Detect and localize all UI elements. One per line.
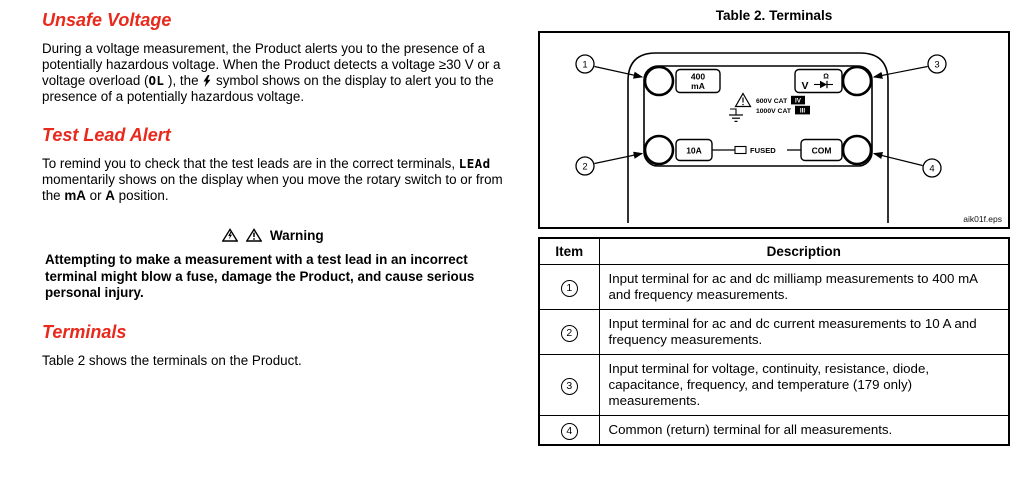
terminal-diagram: FUSED 400 mA Ω V: [575, 52, 947, 223]
terminals-table: Item Description 1 Input terminal for ac…: [538, 237, 1010, 446]
text-run: or: [85, 188, 106, 203]
left-column: Unsafe Voltage During a voltage measurem…: [42, 6, 504, 369]
warning-label: Warning: [269, 228, 324, 243]
description-cell: Common (return) terminal for all measure…: [598, 415, 1010, 446]
fused-label: FUSED: [750, 146, 776, 155]
paragraph-terminals: Table 2 shows the terminals on the Produ…: [42, 352, 302, 368]
text-run: position.: [114, 188, 169, 203]
jack-V: [841, 65, 873, 97]
text-run: symbol shows on the display to alert you…: [42, 73, 494, 104]
warning-heading: Warning: [42, 228, 504, 243]
ohm-label: Ω: [823, 74, 829, 81]
fuse-symbol: [712, 145, 801, 155]
table-header-row: Item Description: [538, 237, 1010, 265]
table-row: 3 Input terminal for voltage, continuity…: [538, 354, 1010, 416]
warning-body: Attempting to make a measurement with a …: [45, 252, 475, 300]
label-V-ohm-diode: Ω V: [794, 68, 843, 94]
arrow-3: [872, 65, 928, 79]
terminal-figure: FUSED 400 mA Ω V: [538, 31, 1010, 229]
heading-terminals: Terminals: [42, 321, 127, 342]
svg-text:1000V CAT: 1000V CAT: [756, 108, 792, 115]
a-label: A: [105, 188, 115, 203]
item-number-2: 2: [560, 324, 578, 342]
text-run: During a voltage measurement, the Produc…: [42, 41, 501, 88]
svg-text:4: 4: [929, 164, 934, 175]
jack-COM: [841, 134, 873, 166]
paragraph-test-lead-alert: To remind you to check that the test lea…: [42, 156, 504, 204]
svg-text:mA: mA: [691, 81, 705, 91]
svg-text:400: 400: [691, 72, 705, 82]
text-run: To remind you to check that the test lea…: [42, 156, 459, 171]
svg-text:COM: COM: [812, 146, 832, 156]
table-row: 4 Common (return) terminal for all measu…: [538, 415, 1010, 446]
warning-bolt-triangle-icon: [221, 228, 239, 242]
ma-label: mA: [64, 188, 86, 203]
table-row: 2 Input terminal for ac and dc current m…: [538, 309, 1010, 355]
callout-4: 4: [922, 158, 942, 178]
heading-test-lead-alert: Test Lead Alert: [42, 125, 171, 145]
svg-text:IV: IV: [795, 98, 802, 105]
column-header-description: Description: [598, 237, 1010, 265]
callout-3: 3: [927, 54, 947, 74]
meter-case-outline: [627, 52, 889, 223]
table-row: 1 Input terminal for ac and dc milliamp …: [538, 264, 1010, 310]
earth-ground-icon: [729, 108, 743, 123]
description-cell: Input terminal for ac and dc current mea…: [598, 309, 1010, 355]
svg-text:10A: 10A: [686, 146, 702, 156]
arrow-2: [594, 151, 644, 165]
paragraph-unsafe-voltage: During a voltage measurement, the Produc…: [42, 41, 504, 105]
svg-text:3: 3: [934, 60, 939, 71]
jack-10A: [643, 134, 675, 166]
terminal-panel: [643, 65, 873, 167]
diode-icon: [814, 80, 833, 89]
warning-exclamation-triangle-icon: [245, 228, 263, 242]
svg-text:600V CAT: 600V CAT: [756, 98, 788, 105]
description-cell: Input terminal for voltage, continuity, …: [598, 354, 1010, 416]
arrow-4: [872, 152, 923, 167]
description-cell: Input terminal for ac and dc milliamp me…: [598, 264, 1010, 310]
callout-1: 1: [575, 54, 595, 74]
callout-2: 2: [575, 156, 595, 176]
table-title: Table 2. Terminals: [715, 8, 833, 23]
lead-display-glyph: LEAd: [458, 156, 491, 171]
v-label: V: [801, 80, 808, 92]
figure-filename-caption: aik01f.eps: [963, 214, 1002, 224]
ol-display-glyph: OL: [148, 73, 165, 88]
label-10A: 10A: [675, 138, 713, 162]
high-voltage-icon: [203, 75, 211, 87]
heading-unsafe-voltage: Unsafe Voltage: [42, 10, 172, 30]
right-column: Table 2. Terminals FUSED: [538, 8, 1010, 446]
text-run: ), the: [164, 73, 203, 88]
svg-text:1: 1: [582, 60, 587, 71]
arrow-1: [594, 65, 644, 79]
column-header-item: Item: [538, 237, 600, 265]
item-number-4: 4: [560, 422, 578, 440]
label-COM: COM: [800, 138, 843, 162]
text-run: momentarily shows on the display when yo…: [42, 172, 503, 203]
jack-400mA: [643, 65, 675, 97]
cat-rating-text: 600V CAT IV 1000V CAT III: [756, 95, 810, 115]
svg-text:2: 2: [582, 162, 587, 173]
warning-triangle-icon: [734, 92, 752, 108]
svg-text:III: III: [800, 108, 805, 115]
item-number-3: 3: [560, 377, 578, 395]
item-number-1: 1: [560, 279, 578, 297]
label-400mA: 400 mA: [675, 68, 721, 94]
